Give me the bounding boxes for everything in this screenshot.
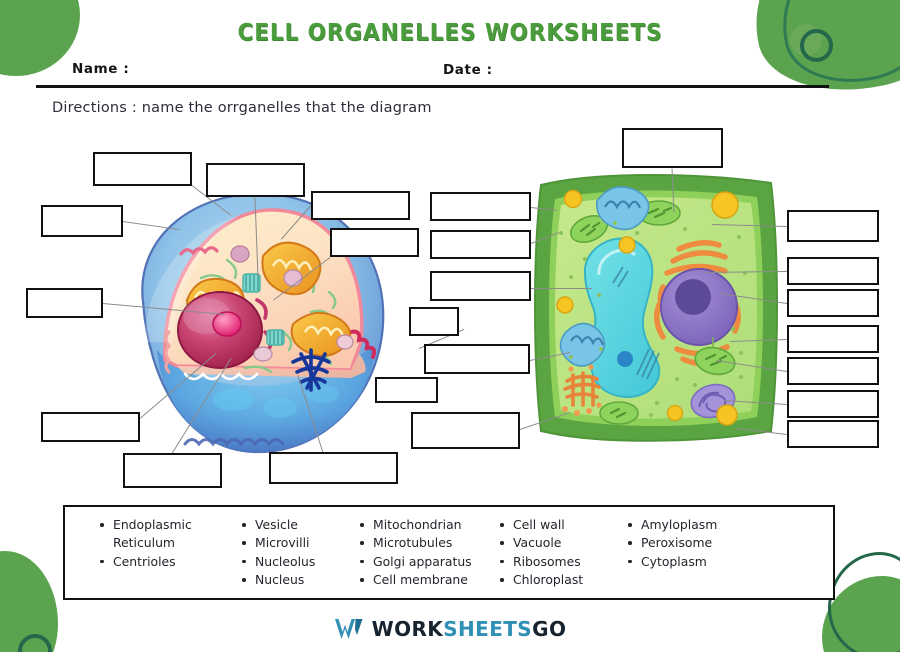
answer-box-a6[interactable] <box>26 288 103 318</box>
answer-box-b6[interactable] <box>424 344 530 374</box>
word-bank-item: Ribosomes <box>499 553 627 571</box>
answer-box-c2[interactable] <box>787 257 879 285</box>
answer-box-b8[interactable] <box>411 412 520 449</box>
word-bank-item: Peroxisome <box>627 534 767 552</box>
logo-text-go: GO <box>532 617 567 641</box>
decorative-ring-top-right <box>767 0 900 97</box>
answer-box-a1[interactable] <box>93 152 192 186</box>
answer-box-b5[interactable] <box>409 307 459 336</box>
date-label: Date : <box>443 62 493 78</box>
logo-text-work: WORK <box>371 617 444 641</box>
word-bank-item: Centrioles <box>99 553 241 571</box>
answer-box-c7[interactable] <box>787 420 879 448</box>
answer-box-c3[interactable] <box>787 289 879 317</box>
word-bank-item: Vesicle <box>241 516 359 534</box>
worksheetsgo-logo: WORKSHEETSGO <box>0 617 900 641</box>
answer-box-c6[interactable] <box>787 390 879 418</box>
answer-box-b4[interactable] <box>430 271 531 301</box>
answer-box-a8[interactable] <box>123 453 222 488</box>
answer-box-c4[interactable] <box>787 325 879 353</box>
word-bank-item: Amyloplasm <box>627 516 767 534</box>
answer-box-c1[interactable] <box>787 210 879 242</box>
word-bank-item: Cell wall <box>499 516 627 534</box>
decorative-ring-top-left <box>0 0 28 64</box>
answer-box-a9[interactable] <box>269 452 398 484</box>
animal-cell-diagram <box>141 192 385 454</box>
decorative-leaf-top-right <box>736 0 900 109</box>
directions-text: Directions : name the orrganelles that t… <box>52 100 432 116</box>
logo-text: WORKSHEETSGO <box>372 617 567 641</box>
word-bank-item: Cell membrane <box>359 571 499 589</box>
answer-box-b2[interactable] <box>430 192 531 221</box>
name-label: Name : <box>72 61 130 77</box>
header-divider <box>36 85 829 88</box>
answer-box-a2[interactable] <box>206 163 305 197</box>
word-bank-item: Mitochondrian <box>359 516 499 534</box>
word-bank-item: Cytoplasm <box>627 553 767 571</box>
word-bank-item: Microtubules <box>359 534 499 552</box>
plant-cell-diagram <box>534 174 778 442</box>
word-bank-item: Chloroplast <box>499 571 627 589</box>
word-bank-item: Microvilli <box>241 534 359 552</box>
answer-box-a7[interactable] <box>41 412 140 442</box>
answer-box-b3[interactable] <box>430 230 531 259</box>
logo-w-mark <box>334 619 363 639</box>
answer-box-b1[interactable] <box>622 128 723 168</box>
leader-line <box>531 288 592 289</box>
word-bank-item: Nucleus <box>241 571 359 589</box>
answer-box-b7[interactable] <box>375 377 438 403</box>
word-bank-item: Golgi apparatus <box>359 553 499 571</box>
answer-box-c5[interactable] <box>787 357 879 385</box>
word-bank-item: Nucleolus <box>241 553 359 571</box>
word-bank-item: Vacuole <box>499 534 627 552</box>
answer-box-a3[interactable] <box>41 205 123 237</box>
logo-text-sheets: SHEETS <box>443 617 533 641</box>
word-bank-item: Endoplasmic Reticulum <box>99 516 241 553</box>
page-title: CELL ORGANELLES WORKSHEETS <box>237 20 663 46</box>
answer-box-a4[interactable] <box>311 191 410 220</box>
answer-box-a5[interactable] <box>330 228 419 257</box>
